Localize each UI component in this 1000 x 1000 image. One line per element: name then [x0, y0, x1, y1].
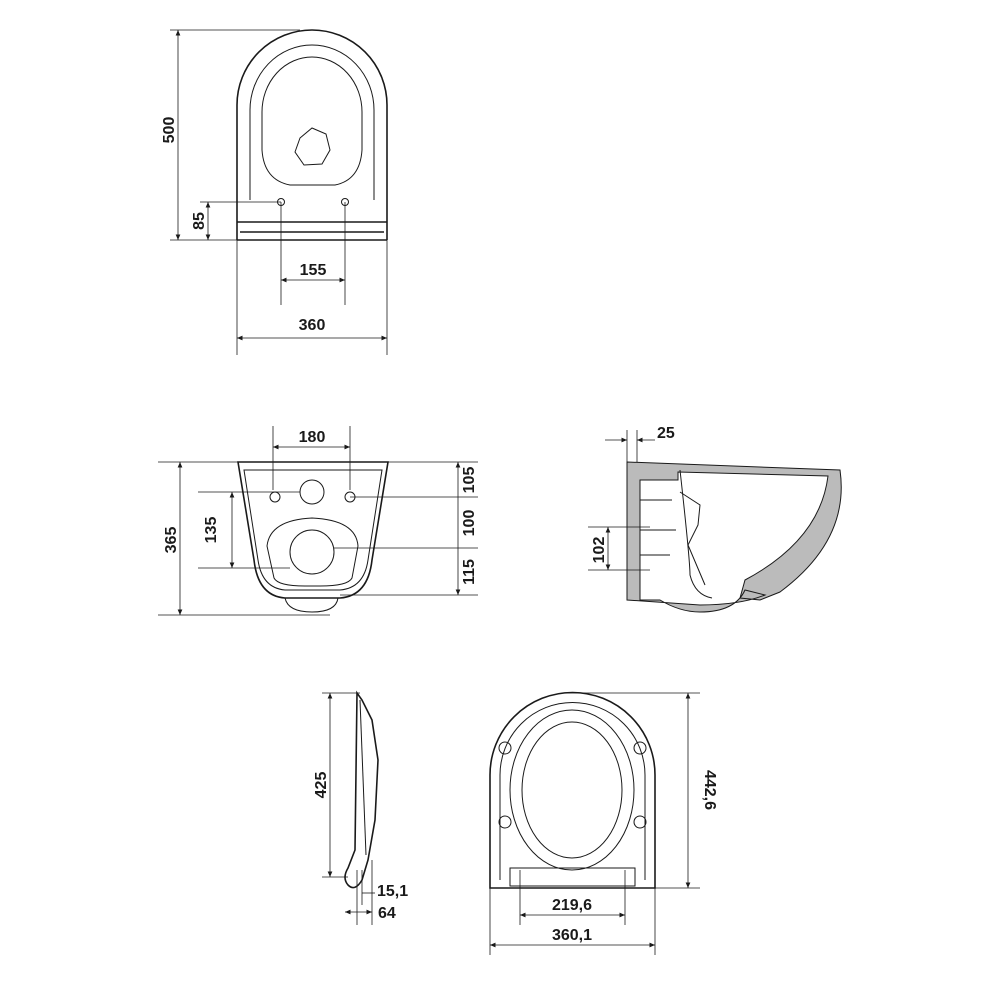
dim-seg-bottom: 115: [461, 559, 478, 585]
top-view: 500 85 155 360: [161, 29, 388, 355]
dim-seat-thickness: 15,1: [377, 883, 408, 900]
front-outline: [237, 461, 389, 599]
seat-ring: [509, 709, 635, 871]
dim-height: 500: [161, 117, 178, 144]
front-view: 180 365 135 105 100 115: [158, 426, 478, 616]
bowl-inner: [261, 56, 363, 186]
seat-opening: [521, 721, 623, 859]
dim-hinge-spacing: 219,6: [552, 897, 592, 914]
bowl-rim: [249, 44, 375, 200]
seat-profile: [344, 690, 379, 889]
dim-seat-top-length: 442,6: [701, 770, 718, 810]
dim-seat-depth: 64: [378, 905, 396, 922]
dim-seat-length: 425: [313, 772, 330, 799]
hinge-bar: [509, 867, 636, 887]
dim-total-height: 365: [163, 527, 180, 554]
dim-seg-mid: 100: [461, 510, 478, 537]
bowl-outline: [236, 29, 388, 240]
dim-width: 360: [299, 317, 326, 334]
dim-inner-height: 135: [203, 517, 220, 544]
inlet-circle: [299, 479, 325, 505]
dim-seat-width: 360,1: [552, 927, 592, 944]
dim-wall-offset: 25: [657, 425, 675, 442]
dim-bolt-spacing: 155: [300, 262, 327, 279]
dim-seg-top: 105: [461, 467, 478, 494]
section-wall: [626, 461, 842, 613]
outlet-circle: [289, 529, 335, 575]
dim-side-outlet-height: 102: [591, 537, 608, 564]
seat-outline: [489, 691, 656, 889]
seat-side-view: 425 15,1 64: [313, 690, 408, 925]
dim-front-bolt-spacing: 180: [299, 429, 326, 446]
seat-top-view: 442,6 219,6 360,1: [489, 691, 718, 955]
bolt-hole: [269, 491, 281, 503]
dim-outlet-height: 85: [191, 212, 208, 230]
side-section-view: 25 102: [588, 425, 842, 613]
drain-outlet: [294, 127, 331, 166]
